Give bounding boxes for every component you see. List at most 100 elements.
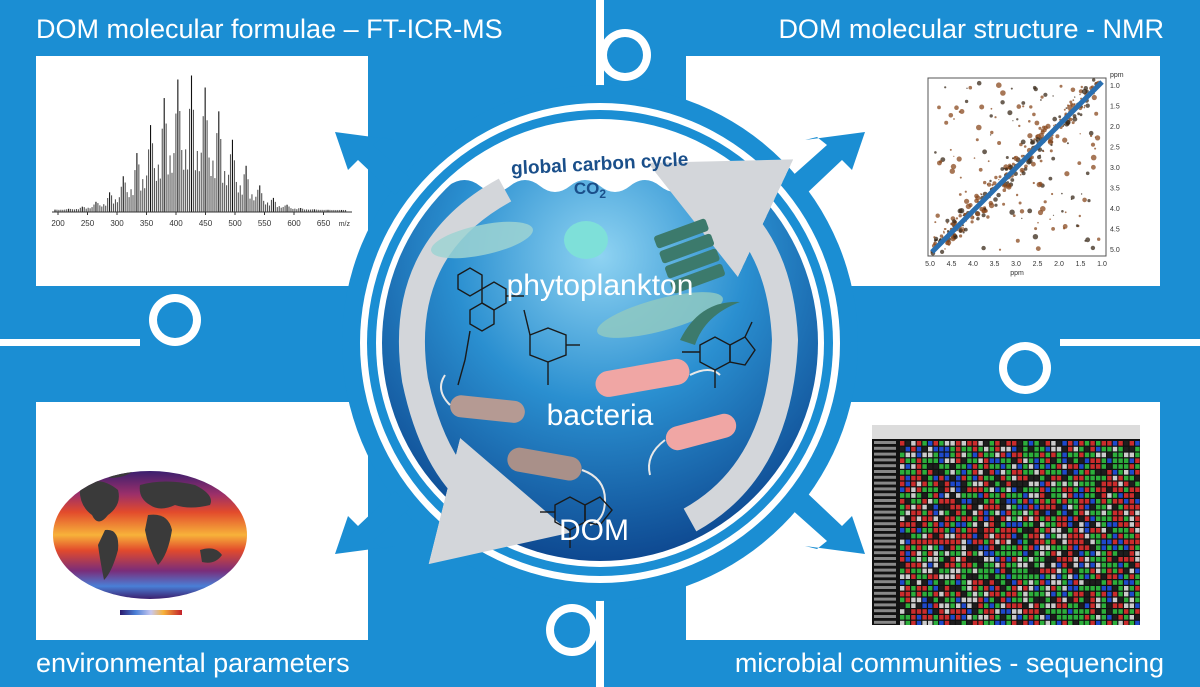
sequence-cell xyxy=(984,522,989,527)
sequence-cell xyxy=(1124,470,1129,475)
sequence-cell xyxy=(1112,591,1118,597)
nmr-cross-peak xyxy=(943,230,945,233)
sequence-cell xyxy=(1135,603,1140,608)
sequence-cell xyxy=(978,568,983,574)
sequence-cell xyxy=(1006,539,1011,545)
sequence-cell xyxy=(916,609,922,614)
sequence-cell xyxy=(1006,562,1011,568)
nmr-y-tick-label: 4.5 xyxy=(1110,227,1120,234)
nmr-cross-peak xyxy=(998,179,1000,181)
sequence-cell xyxy=(1124,522,1129,527)
sequence-cell xyxy=(1012,452,1017,458)
sequence-cell xyxy=(1124,446,1129,452)
sequence-cell xyxy=(967,620,972,625)
sequence-cell xyxy=(1096,586,1101,591)
sequence-cell xyxy=(933,574,938,579)
sequence-cell xyxy=(1012,499,1017,504)
sequence-cell xyxy=(1096,603,1101,608)
sequence-cell xyxy=(1006,522,1011,527)
sequence-cell xyxy=(1045,615,1050,620)
sequence-cell xyxy=(1017,504,1022,510)
sequence-cell xyxy=(1012,557,1017,562)
sequence-cell xyxy=(944,568,950,574)
sequence-cell xyxy=(972,510,978,516)
sequence-cell xyxy=(1045,516,1050,521)
dom-label: DOM xyxy=(559,514,629,547)
sequence-cell xyxy=(1101,551,1106,556)
sequence-cell xyxy=(1107,562,1112,568)
sequence-cell xyxy=(1084,464,1090,469)
sequence-cell xyxy=(928,516,933,521)
sequence-cell xyxy=(1034,609,1039,614)
sequence-cell xyxy=(1017,522,1022,527)
sequence-cell xyxy=(939,574,944,579)
sequence-cell xyxy=(1056,464,1062,469)
sequence-cell xyxy=(1090,603,1095,608)
sequence-cell xyxy=(1068,481,1073,487)
sequence-cell xyxy=(1079,557,1084,562)
sequence-cell xyxy=(1079,458,1084,463)
sequence-cell xyxy=(995,615,1000,620)
sequence-cell xyxy=(939,452,944,458)
sequence-cell xyxy=(1012,620,1017,625)
sequence-cell xyxy=(995,533,1000,539)
sequence-cell xyxy=(911,470,916,475)
sequence-cell xyxy=(1051,597,1056,603)
sequence-cell xyxy=(1068,464,1073,469)
nmr-cross-peak xyxy=(958,193,962,196)
sequence-cell xyxy=(1028,487,1034,492)
sequence-cell xyxy=(961,475,966,481)
sequence-cell xyxy=(933,522,938,527)
sequence-cell xyxy=(1012,574,1017,579)
sequence-cell xyxy=(1084,603,1090,608)
sequence-cell xyxy=(956,580,961,585)
sequence-cell xyxy=(1129,557,1134,562)
sequence-cell xyxy=(905,580,910,585)
sequence-cell xyxy=(1135,545,1140,550)
sequence-cell xyxy=(950,470,955,475)
sequence-cell xyxy=(972,603,978,608)
sequence-cell xyxy=(1084,470,1090,475)
sequence-cell xyxy=(995,551,1000,556)
sequence-cell xyxy=(1056,580,1062,585)
nmr-cross-peak xyxy=(1028,120,1031,123)
sequence-cell xyxy=(1107,499,1112,504)
ms-tick-label: 600 xyxy=(287,219,301,228)
nmr-cross-peak xyxy=(1016,104,1022,109)
sequence-cell xyxy=(1112,452,1118,458)
nmr-cross-peak xyxy=(975,211,981,217)
sequence-cell xyxy=(1084,539,1090,545)
sequence-cell xyxy=(922,458,927,463)
sequence-cell xyxy=(1000,441,1006,446)
nmr-cross-peak xyxy=(935,213,940,218)
nmr-cross-peak xyxy=(1090,154,1097,161)
nmr-cross-peak xyxy=(989,134,992,136)
sequence-cell xyxy=(1079,441,1084,446)
sequence-cell xyxy=(900,620,905,625)
sequence-cell xyxy=(956,481,961,487)
sequence-cell xyxy=(978,574,983,579)
nmr-cross-peak xyxy=(1064,211,1067,214)
sequence-cell xyxy=(1096,499,1101,504)
sequence-cell xyxy=(1090,580,1095,585)
sequence-cell xyxy=(984,551,989,556)
sequence-cell xyxy=(900,580,905,585)
sequence-cell xyxy=(1084,446,1090,452)
nmr-y-tick-label: 3.5 xyxy=(1110,186,1120,193)
bacteria-label: bacteria xyxy=(547,399,654,432)
sequence-cell xyxy=(939,522,944,527)
sequence-cell xyxy=(933,609,938,614)
bacterium-2 xyxy=(450,395,525,423)
sequence-cell xyxy=(1051,580,1056,585)
sequence-cell xyxy=(911,562,916,568)
sequence-cell xyxy=(1012,493,1017,498)
sequence-cell xyxy=(984,504,989,510)
sequence-cell xyxy=(1056,615,1062,620)
sequence-cell xyxy=(956,562,961,568)
nmr-cross-peak xyxy=(1030,139,1036,145)
sequence-cell xyxy=(1045,557,1050,562)
nmr-cross-peak xyxy=(1070,87,1076,93)
sequence-cell xyxy=(995,586,1000,591)
sequence-cell xyxy=(1107,504,1112,510)
